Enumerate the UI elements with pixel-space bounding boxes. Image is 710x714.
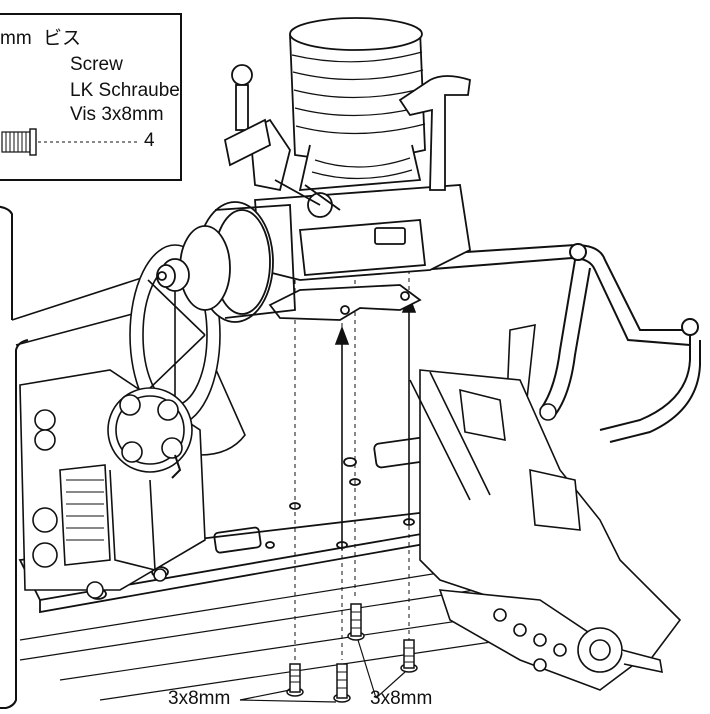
screw-icon xyxy=(347,603,365,641)
parts-box xyxy=(0,13,182,181)
parts-size-label: mm ビス xyxy=(0,28,81,50)
roll-bar xyxy=(419,243,701,443)
parts-size-unit: mm xyxy=(0,28,32,49)
arrow-up-icon xyxy=(334,293,417,550)
parts-fr-name: Vis 3x8mm xyxy=(70,104,164,125)
screw-icon xyxy=(400,639,418,673)
screws-label-right: 3x8mm xyxy=(370,688,433,709)
screw-icon xyxy=(286,663,304,697)
screws xyxy=(286,603,418,703)
engine xyxy=(156,17,471,323)
parts-en-name: Screw xyxy=(70,54,123,75)
parts-jp-name: ビス xyxy=(42,28,81,49)
screw-icon xyxy=(1,128,37,156)
parts-de-name: LK Schraube xyxy=(70,80,180,101)
rear-suspension xyxy=(409,324,682,691)
screw-leaders xyxy=(239,639,406,703)
parts-quantity: 4 xyxy=(144,130,155,151)
screws-label-left: 3x8mm xyxy=(168,688,231,709)
screw-icon xyxy=(333,663,351,703)
